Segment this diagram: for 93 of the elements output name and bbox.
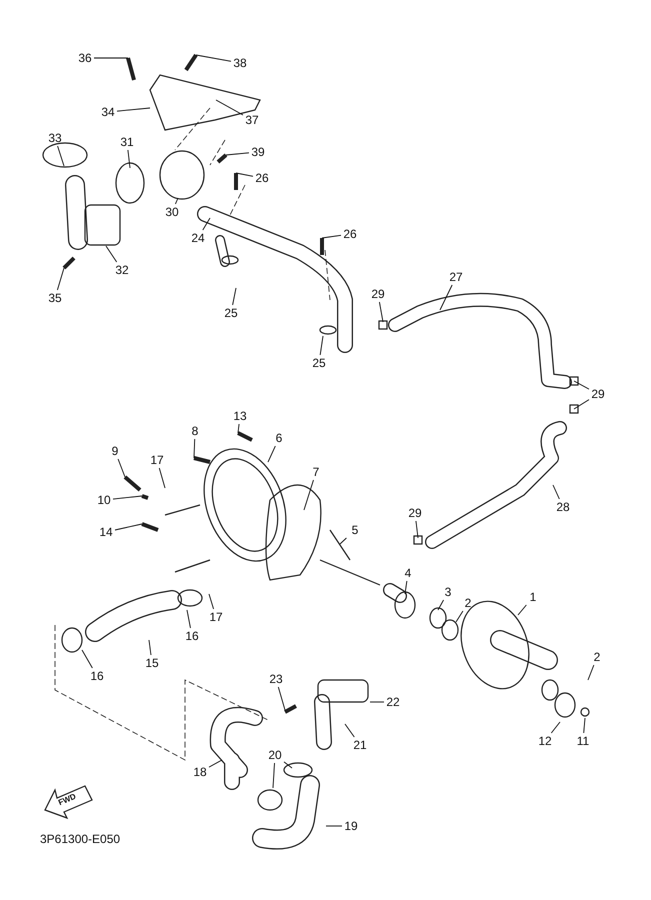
callout-number: 15: [143, 656, 161, 670]
callout-number: 14: [97, 525, 115, 539]
leader-line: [588, 664, 594, 680]
callout-number: 17: [148, 453, 166, 467]
leader-line: [116, 108, 150, 112]
callout-number: 19: [342, 819, 360, 833]
leader-line: [216, 100, 244, 116]
callout-number: 3: [439, 585, 457, 599]
part-code: 3P61300-E050: [40, 832, 120, 846]
callout-number: 37: [243, 113, 261, 127]
callout-number: 13: [231, 409, 249, 423]
callout-number: 30: [163, 205, 181, 219]
leader-line: [304, 480, 314, 510]
leader-line: [112, 496, 142, 500]
callout-number: 36: [76, 51, 94, 65]
callout-number: 5: [346, 523, 364, 537]
leader-line: [456, 610, 464, 622]
callout-number: 7: [307, 465, 325, 479]
callout-number: 26: [253, 171, 271, 185]
leader-line: [208, 760, 222, 768]
leader-line: [148, 640, 152, 656]
leader-line: [574, 399, 590, 410]
callout-number: 24: [189, 231, 207, 245]
callout-number: 25: [222, 306, 240, 320]
callout-number: 20: [266, 748, 284, 762]
callout-number: 29: [369, 287, 387, 301]
leader-line: [194, 438, 196, 458]
callout-number: 39: [249, 145, 267, 159]
callout-number: 12: [536, 734, 554, 748]
leader-line: [158, 468, 166, 488]
callout-number: 31: [118, 135, 136, 149]
leader-line: [57, 146, 64, 166]
leader-line: [278, 686, 286, 710]
callout-number: 8: [186, 424, 204, 438]
callout-number: 11: [574, 734, 592, 748]
callout-number: 16: [88, 669, 106, 683]
callout-number: 32: [113, 263, 131, 277]
callout-number: 26: [341, 227, 359, 241]
leader-line: [186, 610, 191, 628]
leader-line: [174, 198, 178, 204]
callout-number: 27: [447, 270, 465, 284]
leader-line: [114, 524, 142, 530]
leader-line: [127, 150, 130, 168]
leader-line: [106, 246, 118, 262]
callout-number: 2: [588, 650, 606, 664]
leader-line: [378, 302, 384, 322]
leader-line: [340, 538, 347, 544]
callout-number: 9: [106, 444, 124, 458]
leader-line: [56, 268, 64, 290]
leader-line: [284, 761, 292, 768]
callout-number: 10: [95, 493, 113, 507]
leader-line: [238, 424, 240, 434]
callout-number: 16: [183, 629, 201, 643]
leader-line: [118, 458, 126, 478]
leader-line: [236, 172, 254, 177]
callout-number: 18: [191, 765, 209, 779]
callout-number: 4: [399, 566, 417, 580]
leader-line: [344, 724, 355, 738]
callout-number: 1: [524, 590, 542, 604]
callout-number: 23: [267, 672, 285, 686]
leader-line: [416, 520, 418, 538]
leader-line: [583, 718, 586, 734]
callout-number: 17: [207, 610, 225, 624]
leader-line: [550, 722, 560, 734]
leader-line: [196, 54, 232, 62]
leader-line: [272, 762, 275, 788]
leader-line: [404, 580, 408, 594]
leader-line: [268, 446, 276, 462]
callout-number: 22: [384, 695, 402, 709]
leader-line: [208, 594, 214, 610]
leader-line: [552, 484, 560, 500]
leader-line: [320, 336, 324, 356]
callout-number: 38: [231, 56, 249, 70]
leader-line: [226, 152, 250, 156]
callout-number: 29: [589, 387, 607, 401]
callout-number: 6: [270, 431, 288, 445]
callout-number: 21: [351, 738, 369, 752]
callout-number: 33: [46, 131, 64, 145]
leader-line: [518, 604, 527, 616]
direction-label: FWD: [56, 792, 78, 808]
leader-line: [232, 288, 236, 306]
callout-number: 2: [459, 596, 477, 610]
callout-number: 28: [554, 500, 572, 514]
callout-number: 34: [99, 105, 117, 119]
leader-line: [438, 600, 444, 610]
callout-number: 29: [406, 506, 424, 520]
callout-number: 25: [310, 356, 328, 370]
leader-line: [574, 380, 590, 390]
callout-number: 35: [46, 291, 64, 305]
leader-line: [440, 284, 453, 310]
leader-line: [322, 234, 342, 238]
leader-line: [82, 650, 93, 668]
leader-line: [202, 218, 210, 230]
